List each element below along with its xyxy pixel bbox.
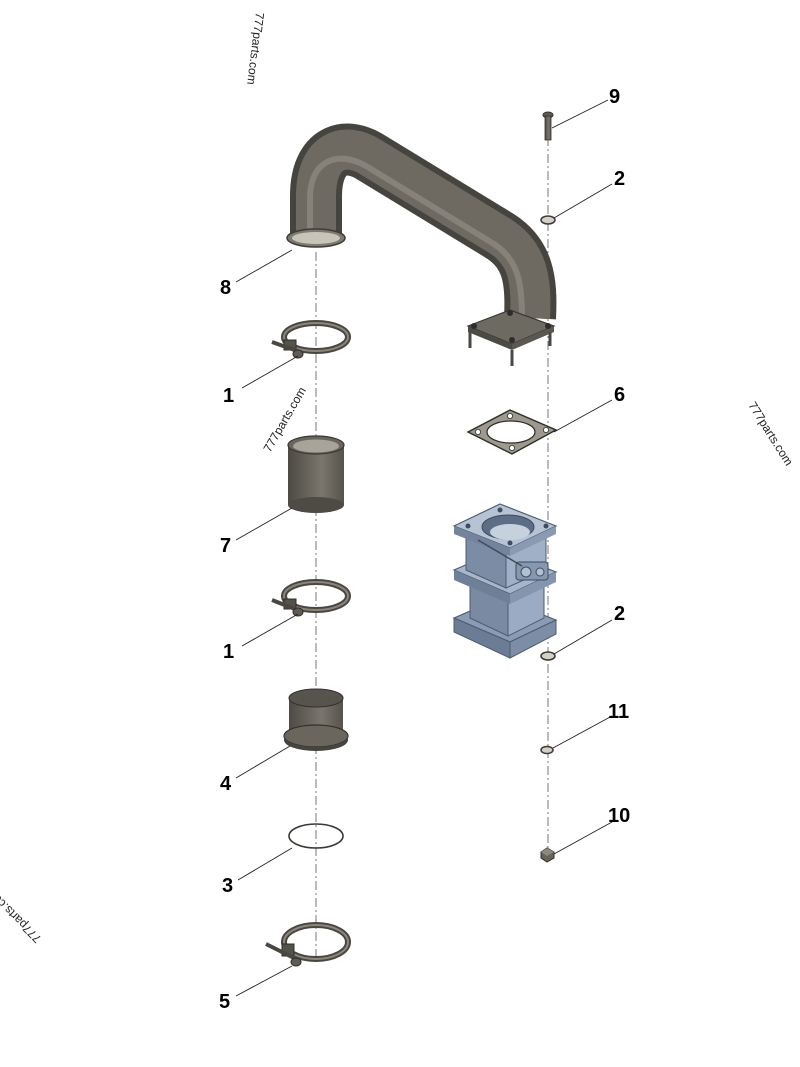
callout-3-o-ring: 3 — [222, 875, 233, 897]
v-band-clamp-upper — [271, 320, 351, 359]
callout-4-adapter: 4 — [220, 773, 232, 795]
watermark-top: 777parts.com — [244, 12, 267, 86]
flange-gasket — [466, 409, 558, 455]
callout-10-nut: 10 — [608, 805, 630, 827]
callout-8-elbow-pipe: 8 — [220, 277, 231, 299]
callout-7-sleeve: 7 — [220, 535, 231, 557]
connecting-sleeve — [287, 435, 345, 513]
bolt — [542, 111, 554, 141]
callout-2-washer-lower: 2 — [614, 603, 625, 625]
flanged-adapter — [283, 688, 349, 751]
lock-washer — [540, 745, 554, 755]
callout-5-clamp: 5 — [219, 991, 230, 1013]
callout-11-lock-washer: 11 — [608, 701, 629, 723]
t-bolt-clamp — [265, 922, 351, 967]
callout-1-clamp-lower: 1 — [223, 641, 234, 663]
leader-lines — [235, 99, 613, 997]
callout-6-gasket: 6 — [614, 384, 625, 406]
watermark-right: 777parts.com — [745, 399, 795, 468]
v-band-clamp-lower — [271, 579, 351, 617]
hex-nut — [540, 847, 555, 863]
washer-lower — [540, 651, 556, 661]
callout-2-washer-upper: 2 — [614, 168, 625, 190]
washer-upper — [540, 215, 556, 225]
watermark-bottom-left: 777parts.com — [0, 884, 44, 945]
valve-housing — [452, 503, 558, 659]
o-ring-seal — [288, 823, 344, 849]
exhaust-elbow-pipe — [286, 123, 557, 366]
callout-9-bolt: 9 — [609, 86, 620, 108]
callout-1-clamp-upper: 1 — [223, 385, 234, 407]
